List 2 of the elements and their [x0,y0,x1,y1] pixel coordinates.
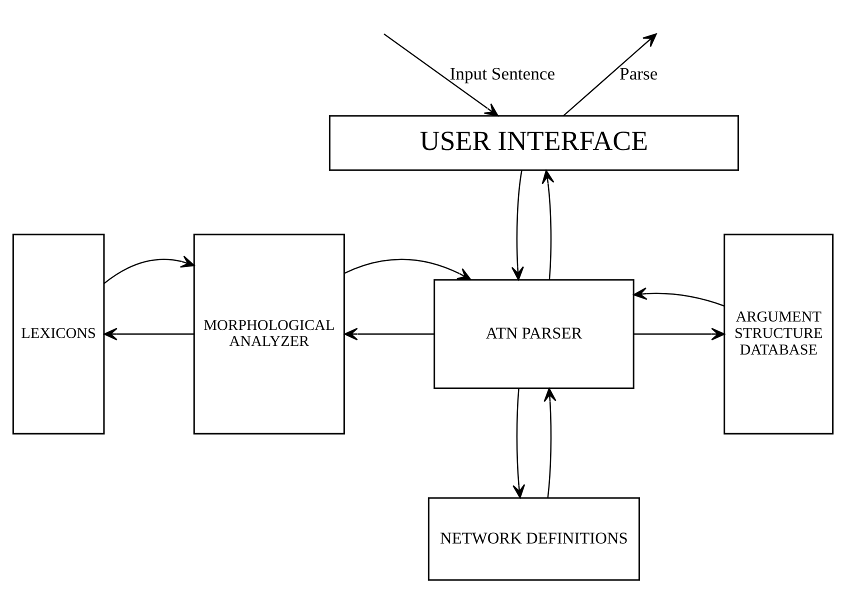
edge-label: Parse [620,63,658,84]
edge-label: Input Sentence [450,63,556,84]
